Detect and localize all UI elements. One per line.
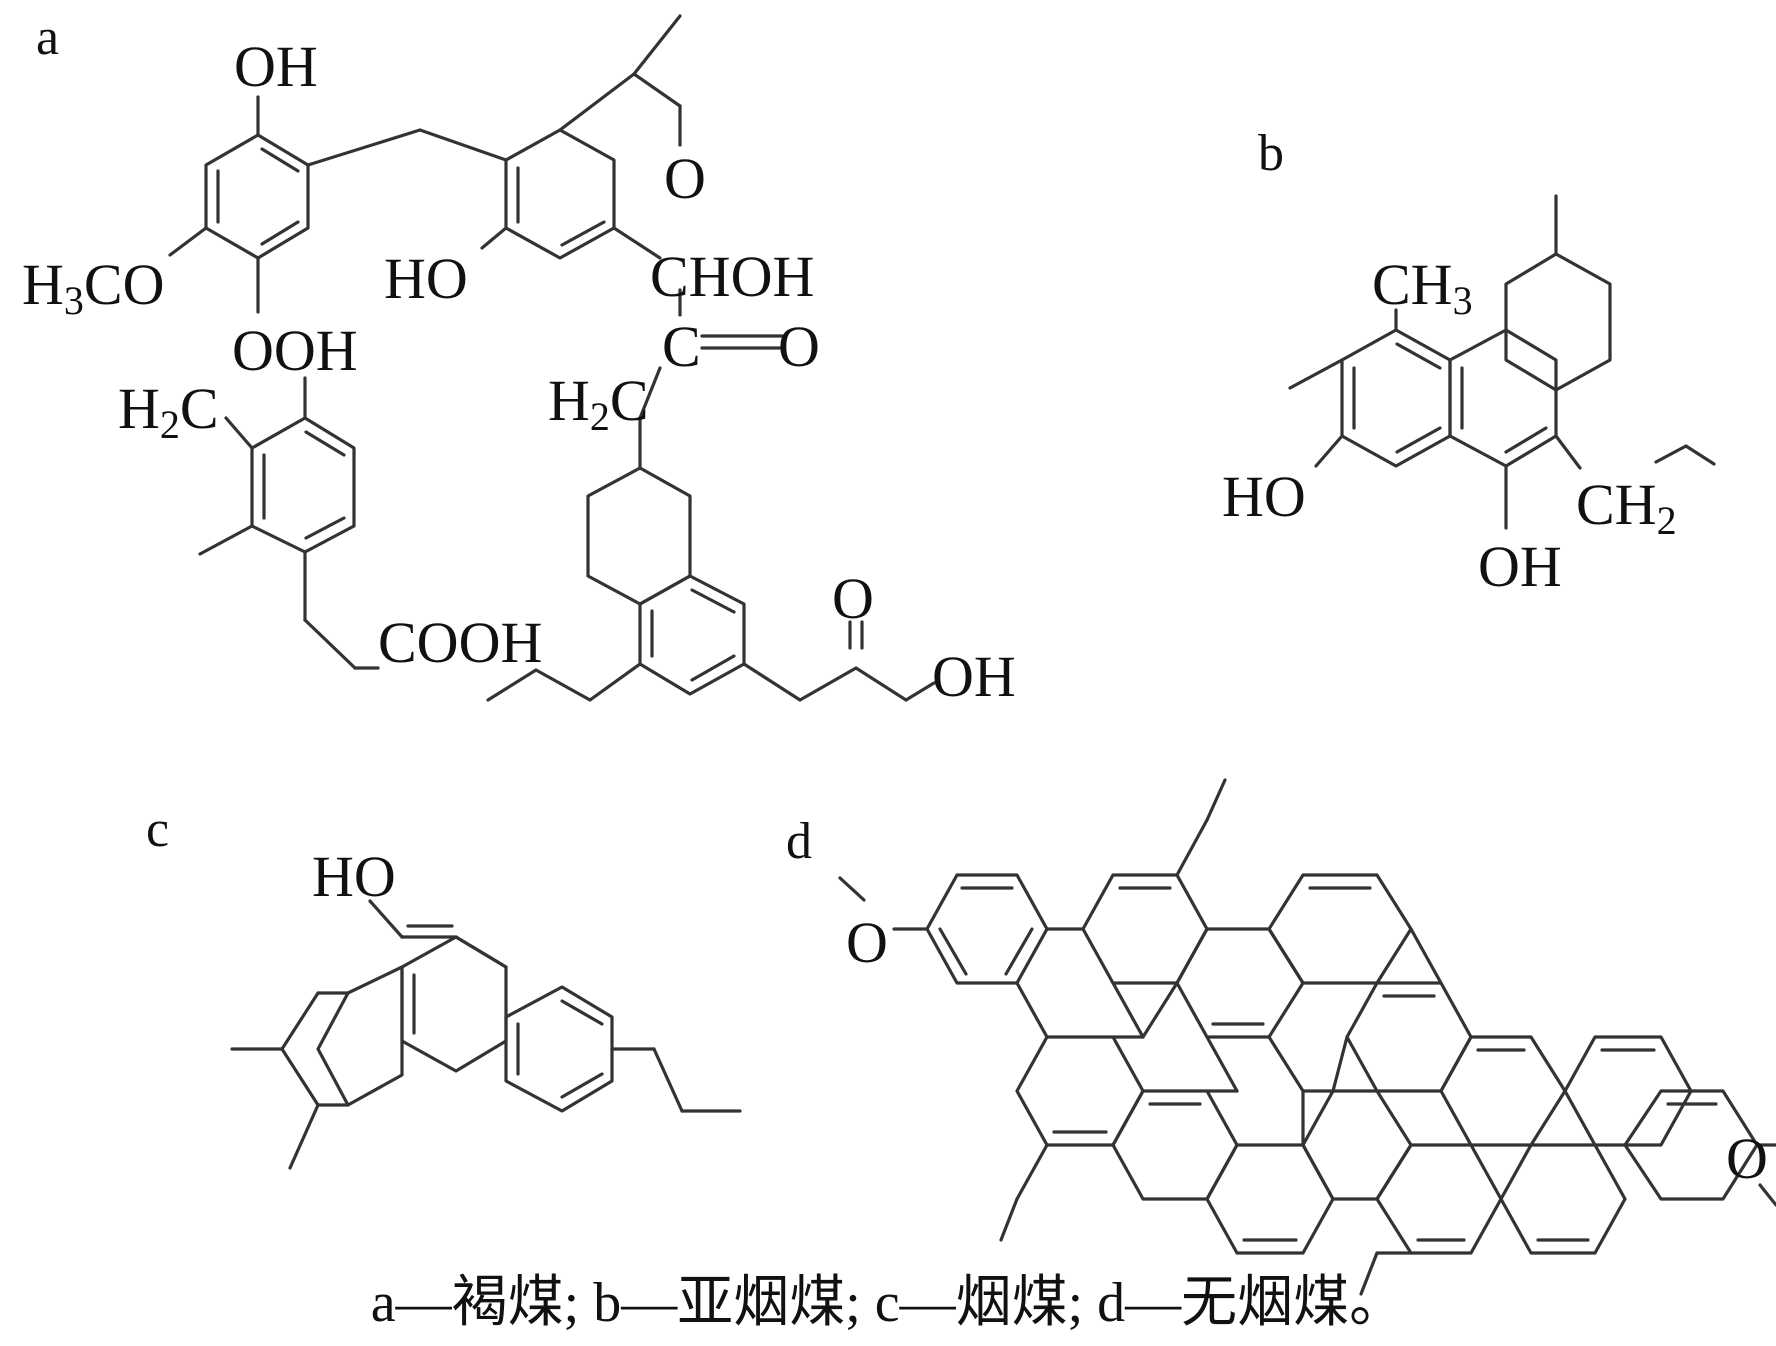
panel-label-d: d: [786, 813, 812, 870]
panel-label-c: c: [146, 801, 169, 858]
a-oh-right-label: OH: [932, 644, 1016, 709]
structure-b: [1288, 194, 1716, 530]
b-methylene-label: CH2: [1576, 472, 1677, 543]
a-cooh-label: COOH: [378, 610, 542, 675]
structure-a: [168, 14, 936, 702]
a-methylene-right-label: H2C: [548, 368, 649, 439]
a-methylene-left-label: H2C: [118, 376, 219, 447]
a-ester-oxygen-label: O: [832, 566, 874, 631]
a-oh-top-label: OH: [234, 34, 318, 99]
a-carbonyl-c-label: C: [662, 314, 701, 379]
b-ho-label: HO: [1222, 464, 1306, 529]
a-ooh-label: OOH: [232, 318, 358, 383]
a-ho-label: HO: [384, 246, 468, 311]
d-oxygen-left-label: O: [846, 910, 888, 975]
b-methyl-label: CH3: [1372, 252, 1473, 323]
a-carbonyl-o-label: O: [778, 314, 820, 379]
panel-label-a: a: [36, 9, 59, 66]
d-oxygen-right-label: O: [1726, 1126, 1768, 1191]
panel-label-b: b: [1258, 125, 1284, 182]
c-ho-label: HO: [312, 844, 396, 909]
a-chohl-label: CHOH: [650, 244, 814, 309]
a-ring-oxygen-label: O: [664, 146, 706, 211]
b-oh-label: OH: [1478, 534, 1562, 599]
a-methoxy-label: H3CO: [22, 252, 164, 323]
structure-c: [230, 899, 742, 1170]
figure-caption: a—褐煤; b—亚烟煤; c—烟煤; d—无烟煤。: [370, 1272, 1406, 1334]
structure-d: [838, 778, 1776, 1296]
